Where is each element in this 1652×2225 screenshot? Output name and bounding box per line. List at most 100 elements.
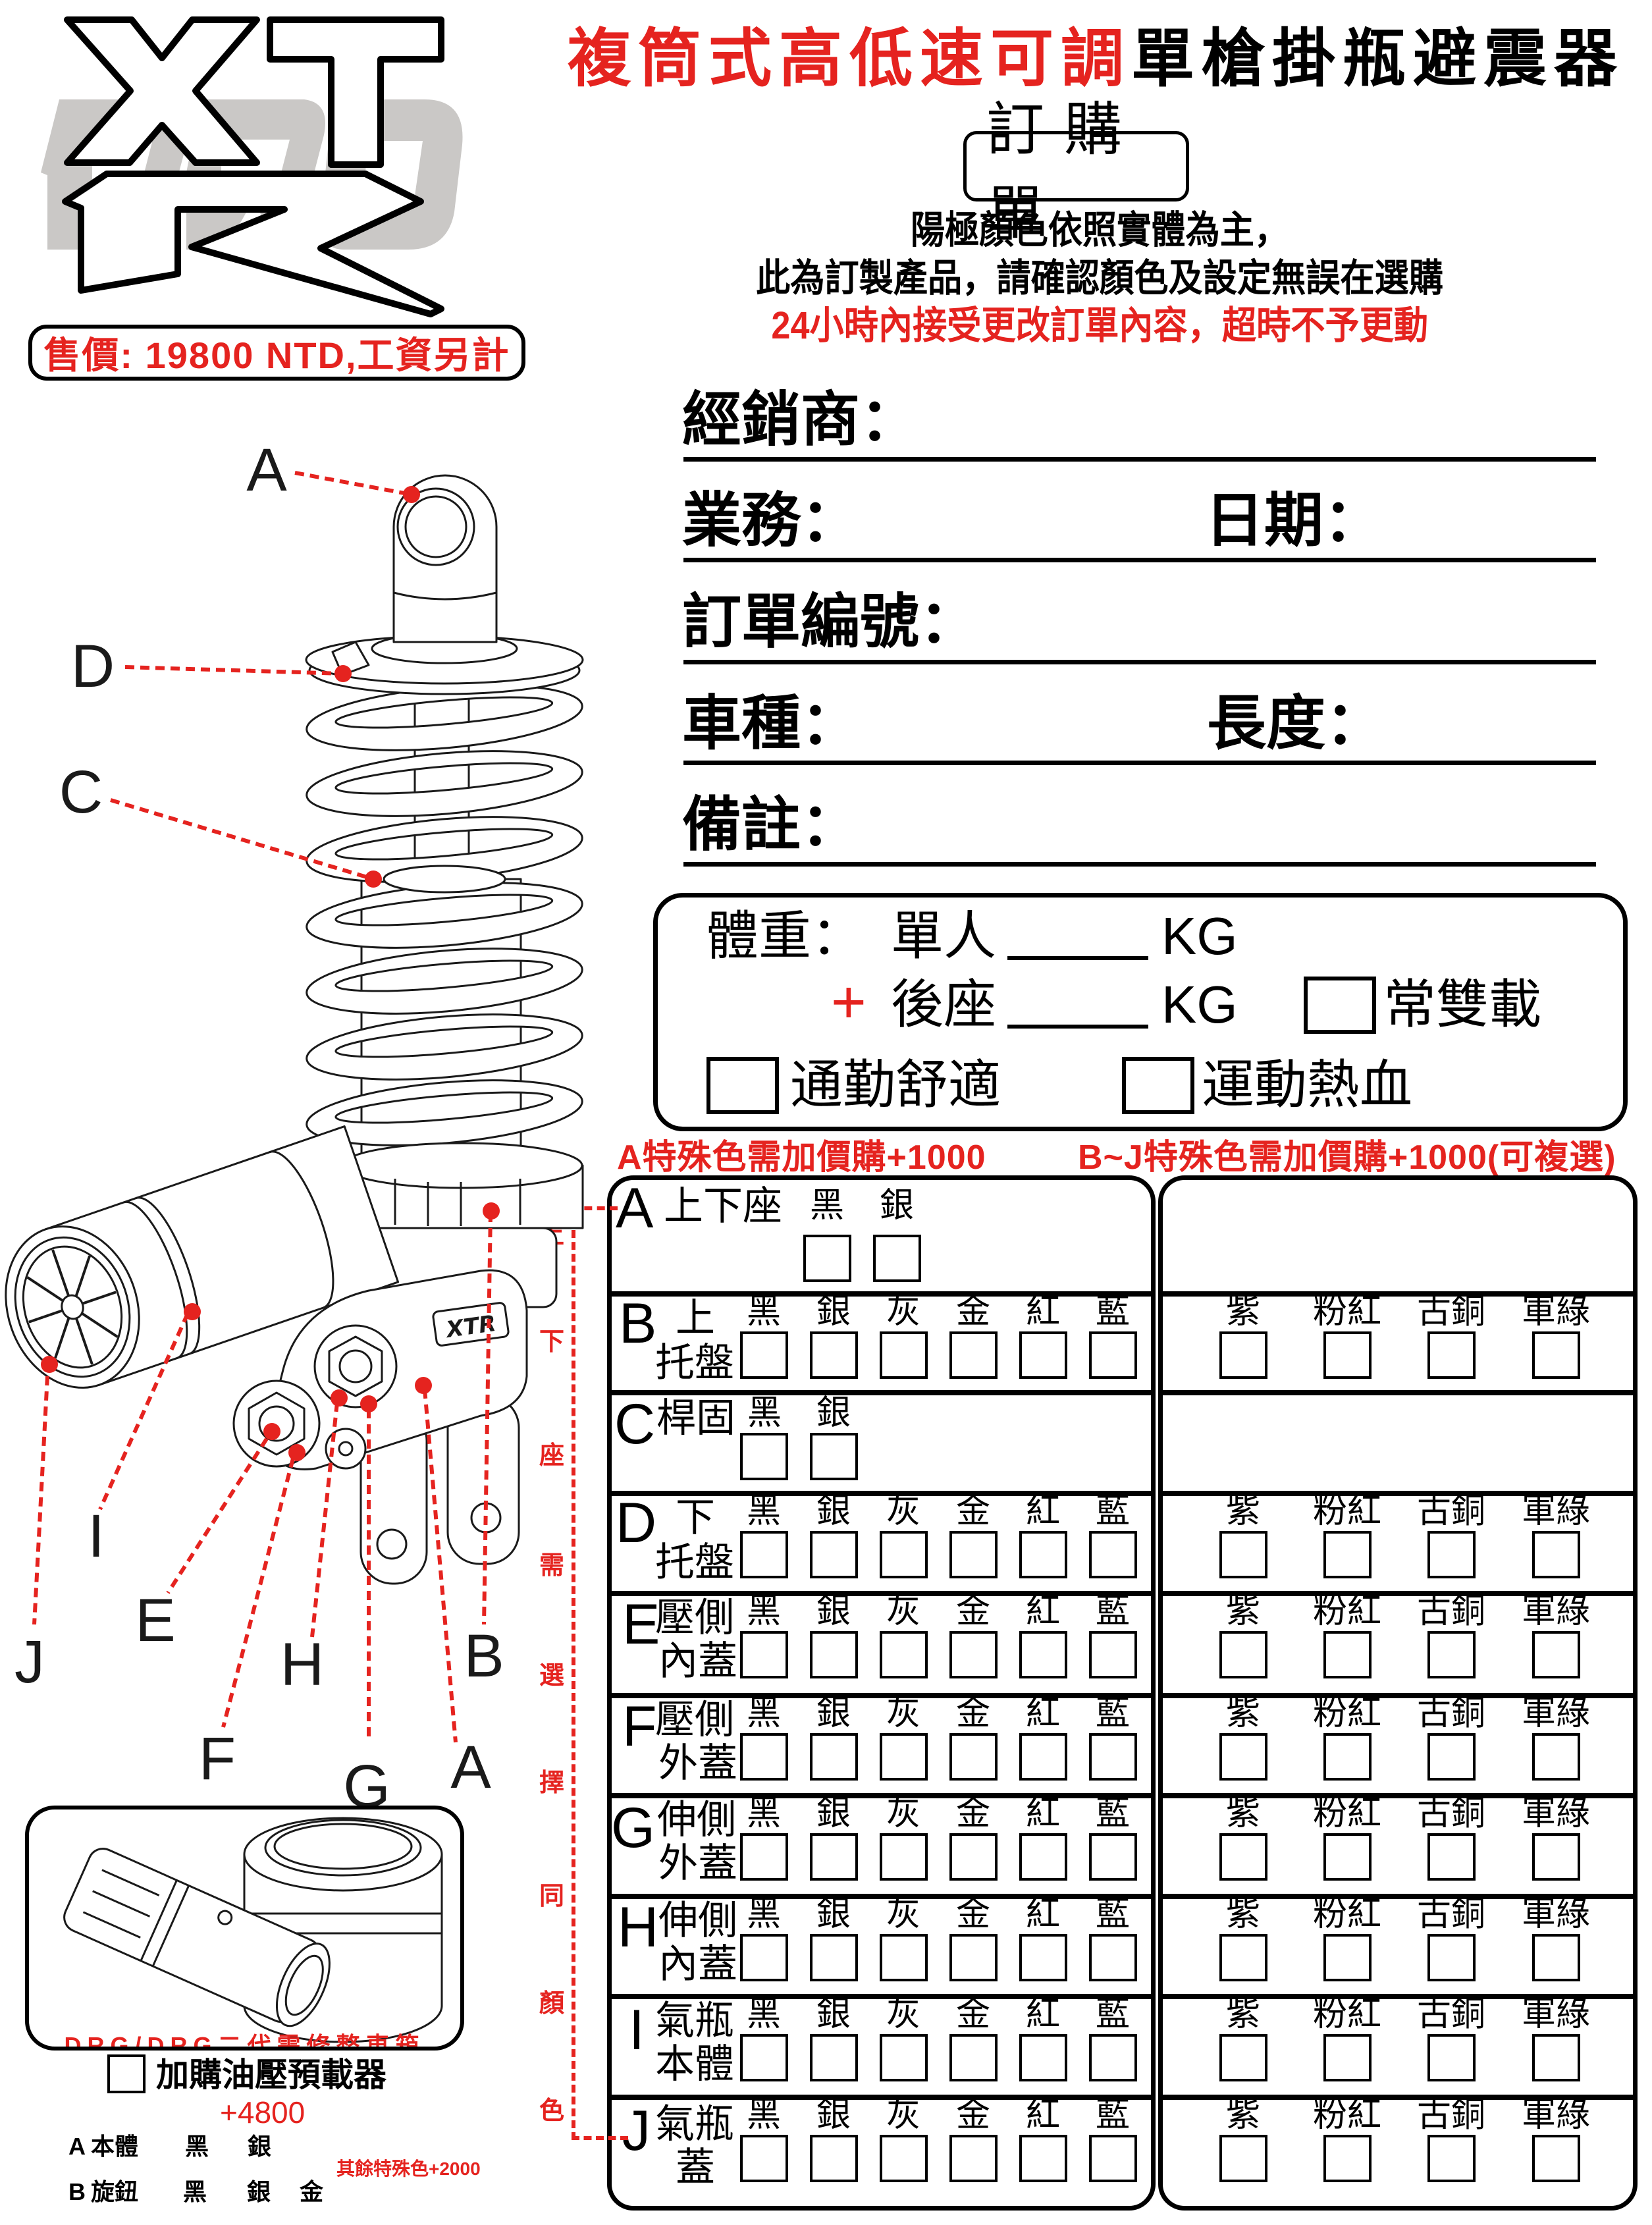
row-a-black-checkbox[interactable] xyxy=(803,1235,851,1282)
row-e-pink-checkbox[interactable] xyxy=(1323,1631,1372,1678)
row-i-army-green-checkbox[interactable] xyxy=(1532,2034,1580,2081)
row-j-silver-checkbox[interactable] xyxy=(810,2135,858,2182)
row-g-red-checkbox[interactable] xyxy=(1019,1833,1067,1881)
row-f-red-checkbox[interactable] xyxy=(1019,1733,1067,1781)
row-g-silver-checkbox[interactable] xyxy=(810,1833,858,1881)
rider-weight-input[interactable] xyxy=(1007,909,1148,956)
row-b-black-checkbox[interactable] xyxy=(740,1331,788,1379)
row-g-purple-checkbox[interactable] xyxy=(1219,1833,1267,1881)
row-b-silver-checkbox[interactable] xyxy=(810,1331,858,1379)
row-i-black-checkbox[interactable] xyxy=(740,2034,788,2081)
row-d-bronze-checkbox[interactable] xyxy=(1427,1531,1476,1578)
row-d-gray-checkbox[interactable] xyxy=(880,1531,928,1578)
row-e-red-checkbox[interactable] xyxy=(1019,1631,1067,1678)
row-g-gold-checkbox[interactable] xyxy=(949,1833,998,1881)
row-j-black-checkbox[interactable] xyxy=(740,2135,788,2182)
row-c-black-checkbox[interactable] xyxy=(740,1433,788,1480)
row-b-red-checkbox[interactable] xyxy=(1019,1331,1067,1379)
row-e-bronze-checkbox[interactable] xyxy=(1427,1631,1476,1678)
row-g-gray-checkbox[interactable] xyxy=(880,1833,928,1881)
commute-comfort-checkbox[interactable] xyxy=(706,1057,779,1114)
row-e-gray-checkbox[interactable] xyxy=(880,1631,928,1678)
remarks-field[interactable] xyxy=(863,813,1593,859)
row-h-blue-checkbox[interactable] xyxy=(1089,1934,1137,1981)
row-h-gold-checkbox[interactable] xyxy=(949,1934,998,1981)
add-preloader-checkbox[interactable] xyxy=(107,2054,146,2093)
row-f-silver-checkbox[interactable] xyxy=(810,1733,858,1781)
vehicle-model-field[interactable] xyxy=(863,712,1192,758)
row-i-gold-checkbox[interactable] xyxy=(949,2034,998,2081)
row-e-black-checkbox[interactable] xyxy=(740,1631,788,1678)
row-e-purple-checkbox[interactable] xyxy=(1219,1631,1267,1678)
row-b-pink-checkbox[interactable] xyxy=(1323,1331,1372,1379)
row-h-army-green-checkbox[interactable] xyxy=(1532,1934,1580,1981)
row-e-silver-checkbox[interactable] xyxy=(810,1631,858,1678)
row-i-gray-checkbox[interactable] xyxy=(880,2034,928,2081)
sales-field[interactable] xyxy=(863,509,1192,555)
row-j-pink-checkbox[interactable] xyxy=(1323,2135,1372,2182)
row-f-blue-checkbox[interactable] xyxy=(1089,1733,1137,1781)
row-g-bronze-checkbox[interactable] xyxy=(1427,1833,1476,1881)
row-d-silver-checkbox[interactable] xyxy=(810,1531,858,1578)
row-f-black-checkbox[interactable] xyxy=(740,1733,788,1781)
row-b-blue-checkbox[interactable] xyxy=(1089,1331,1137,1379)
row-e-army-green-checkbox[interactable] xyxy=(1532,1631,1580,1678)
row-d-gold-checkbox[interactable] xyxy=(949,1531,998,1578)
frequent-two-up-checkbox[interactable] xyxy=(1304,977,1376,1034)
row-j-purple-checkbox[interactable] xyxy=(1219,2135,1267,2182)
row-g-blue-checkbox[interactable] xyxy=(1089,1833,1137,1881)
row-h-black-checkbox[interactable] xyxy=(740,1934,788,1981)
row-b-gray-checkbox[interactable] xyxy=(880,1331,928,1379)
row-b-bronze-checkbox[interactable] xyxy=(1427,1331,1476,1379)
row-f-gold-checkbox[interactable] xyxy=(949,1733,998,1781)
row-h-silver-checkbox[interactable] xyxy=(810,1934,858,1981)
row-b-gold-checkbox[interactable] xyxy=(949,1331,998,1379)
row-c-silver-checkbox[interactable] xyxy=(810,1433,858,1480)
row-j-army-green-checkbox[interactable] xyxy=(1532,2135,1580,2182)
row-h-gray-checkbox[interactable] xyxy=(880,1934,928,1981)
row-f-gray-checkbox[interactable] xyxy=(880,1733,928,1781)
order-number-field[interactable] xyxy=(988,610,1593,657)
row-j-gray-checkbox[interactable] xyxy=(880,2135,928,2182)
passenger-weight-input[interactable] xyxy=(1007,977,1148,1025)
row-d-purple-checkbox[interactable] xyxy=(1219,1531,1267,1578)
row-i-silver-checkbox[interactable] xyxy=(810,2034,858,2081)
row-d-blue-checkbox[interactable] xyxy=(1089,1531,1137,1578)
row-i-blue-checkbox[interactable] xyxy=(1089,2034,1137,2081)
row-i-bronze-checkbox[interactable] xyxy=(1427,2034,1476,2081)
row-b-army-green-checkbox[interactable] xyxy=(1532,1331,1580,1379)
row-h-purple-checkbox[interactable] xyxy=(1219,1934,1267,1981)
row-d-red-checkbox[interactable] xyxy=(1019,1531,1067,1578)
date-field[interactable] xyxy=(1383,509,1593,555)
row-h-red-checkbox[interactable] xyxy=(1019,1934,1067,1981)
row-e-blue-checkbox[interactable] xyxy=(1089,1631,1137,1678)
row-g-army-green-checkbox[interactable] xyxy=(1532,1833,1580,1881)
row-j-gold-checkbox[interactable] xyxy=(949,2135,998,2182)
color-label: 銀 xyxy=(879,1187,914,1225)
row-j-bronze-checkbox[interactable] xyxy=(1427,2135,1476,2182)
row-e-gold-checkbox[interactable] xyxy=(949,1631,998,1678)
row-a-silver-checkbox[interactable] xyxy=(873,1235,921,1282)
row-g-pink-checkbox[interactable] xyxy=(1323,1833,1372,1881)
row-d-army-green-checkbox[interactable] xyxy=(1532,1531,1580,1578)
dealer-field[interactable] xyxy=(876,408,1593,454)
row-g-black-checkbox[interactable] xyxy=(740,1833,788,1881)
row-f-purple-checkbox[interactable] xyxy=(1219,1733,1267,1781)
row-f-pink-checkbox[interactable] xyxy=(1323,1733,1372,1781)
row-j-blue-checkbox[interactable] xyxy=(1089,2135,1137,2182)
row-i-red-checkbox[interactable] xyxy=(1019,2034,1067,2081)
diagram-label-b: B xyxy=(464,1622,504,1690)
row-d-pink-checkbox[interactable] xyxy=(1323,1531,1372,1578)
row-f-bronze-checkbox[interactable] xyxy=(1427,1733,1476,1781)
row-j-red-checkbox[interactable] xyxy=(1019,2135,1067,2182)
row-f-army-green-checkbox[interactable] xyxy=(1532,1733,1580,1781)
row-d-black-checkbox[interactable] xyxy=(740,1531,788,1578)
row-i-purple-checkbox[interactable] xyxy=(1219,2034,1267,2081)
sport-performance-checkbox[interactable] xyxy=(1122,1057,1194,1114)
length-field[interactable] xyxy=(1383,712,1593,758)
row-h-bronze-checkbox[interactable] xyxy=(1427,1934,1476,1981)
row-b-purple-checkbox[interactable] xyxy=(1219,1331,1267,1379)
row-h-pink-checkbox[interactable] xyxy=(1323,1934,1372,1981)
row-i-pink-checkbox[interactable] xyxy=(1323,2034,1372,2081)
reservoir-icon xyxy=(5,1125,400,1389)
